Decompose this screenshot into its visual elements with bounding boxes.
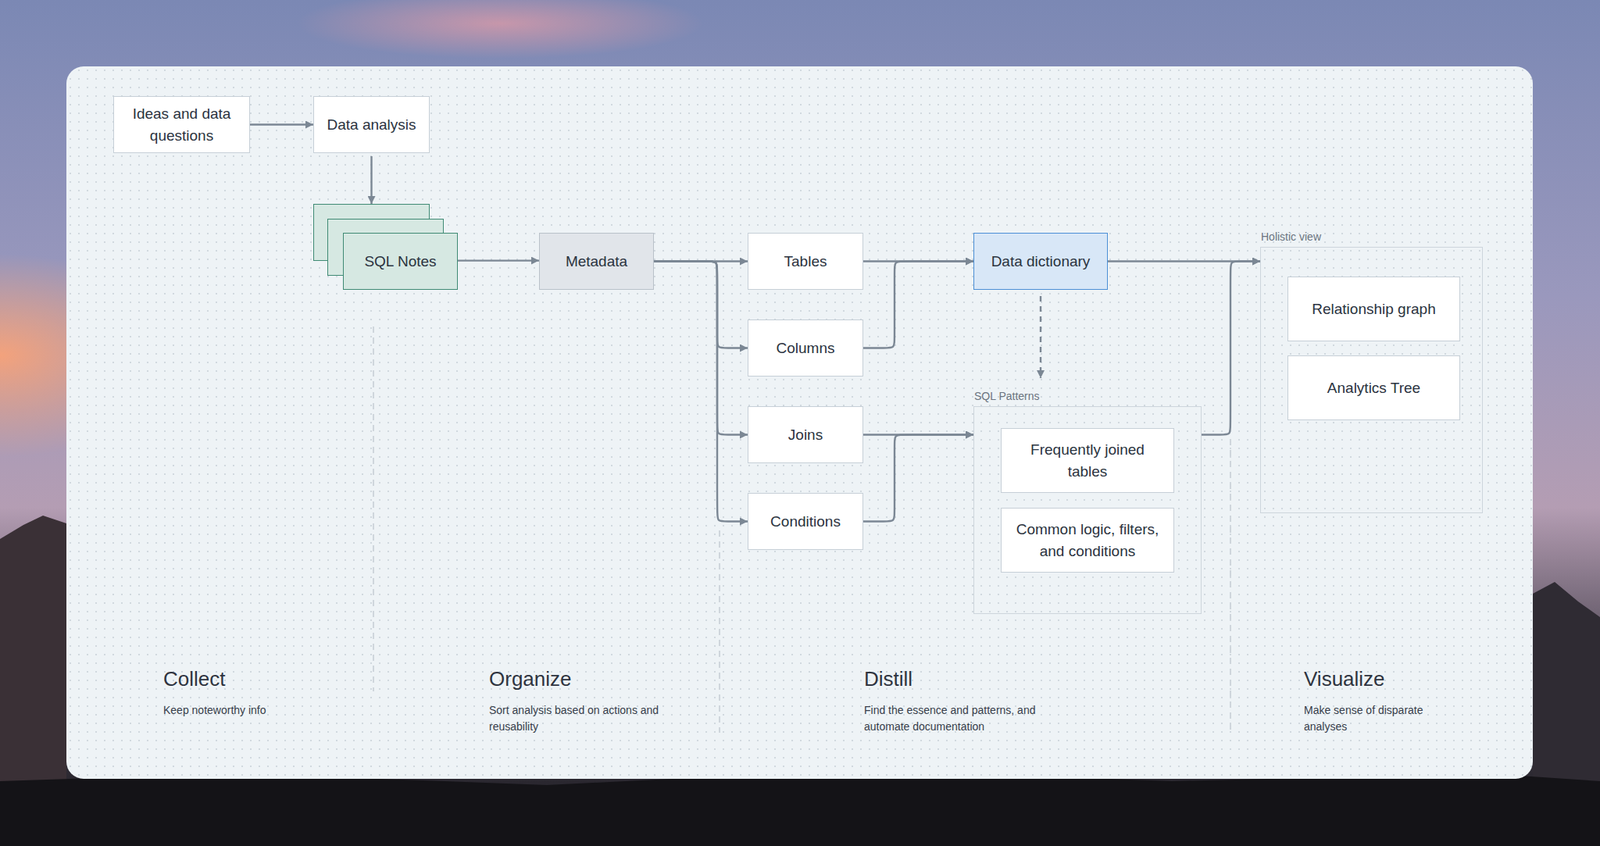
node-label: Conditions: [770, 510, 841, 533]
process-box: Joins: [747, 406, 864, 464]
metadata-box: Metadata: [539, 232, 654, 290]
process-box: Frequently joined tables: [1000, 428, 1175, 493]
group-label: SQL Patterns: [974, 388, 1040, 404]
group-box: Holistic viewRelationship graphAnalytics…: [1260, 246, 1483, 514]
process-box: Columns: [747, 319, 864, 377]
stage-description: Find the essence and patterns, and autom…: [864, 702, 1052, 736]
process-box: Ideas and data questions: [113, 96, 250, 154]
node-label: Common logic, filters, and conditions: [1007, 518, 1168, 562]
stage-title: Collect: [163, 667, 225, 692]
node-label: Frequently joined tables: [1021, 439, 1154, 483]
flow-arrow: [653, 261, 748, 436]
note-card: SQL Notes: [342, 232, 458, 290]
node-label: Tables: [784, 250, 828, 273]
flow-arrow: [653, 260, 748, 262]
flow-arrow: [863, 435, 974, 522]
process-box: Common logic, filters, and conditions: [1000, 507, 1175, 573]
group-label: Holistic view: [1260, 228, 1322, 245]
flow-arrow: [863, 260, 974, 262]
node-label: Ideas and data questions: [123, 103, 240, 147]
node-label: Data dictionary: [991, 250, 1091, 273]
flow-arrow: [863, 261, 974, 349]
stage-separator: [1229, 439, 1232, 735]
stage-title: Distill: [864, 667, 913, 692]
cloud: [296, 0, 704, 59]
process-box: Data analysis: [313, 96, 430, 154]
process-box: Relationship graph: [1287, 276, 1461, 342]
stage-description: Sort analysis based on actions and reusa…: [489, 702, 677, 736]
flow-arrow: [1201, 261, 1261, 436]
flow-arrow: [653, 261, 748, 349]
stacked-notes: SQL Notes: [313, 203, 458, 290]
flow-arrow: [863, 433, 974, 436]
process-box: Analytics Tree: [1287, 355, 1461, 421]
node-label: Metadata: [565, 250, 628, 273]
mountain-ridge: [0, 769, 1600, 846]
flow-arrow: [1107, 260, 1261, 262]
stage-separator: [718, 530, 721, 733]
flow-arrow: [653, 261, 748, 522]
node-label: Joins: [788, 424, 823, 447]
node-label: Analytics Tree: [1327, 377, 1421, 400]
process-box: Conditions: [747, 492, 864, 550]
node-label: Relationship graph: [1311, 298, 1436, 321]
group-box: SQL PatternsFrequently joined tablesComm…: [973, 406, 1202, 615]
process-box: Tables: [747, 232, 864, 290]
stage-title: Visualize: [1303, 667, 1386, 692]
highlight-box: Data dictionary: [973, 232, 1108, 290]
stage-description: Keep noteworthy info: [163, 702, 351, 719]
dot-grid: [66, 66, 1533, 779]
card: [66, 66, 1533, 779]
flow-arrow: [457, 259, 540, 261]
flow-arrow: [370, 156, 372, 204]
stage-separator: [372, 326, 375, 692]
flow-arrow: [250, 123, 314, 125]
node-label: SQL Notes: [364, 250, 436, 273]
dashed-connector: [1039, 296, 1042, 379]
node-label: Data analysis: [326, 114, 416, 136]
stage-description: Make sense of disparate analyses: [1303, 702, 1453, 736]
node-label: Columns: [776, 337, 836, 360]
stage-title: Organize: [489, 667, 572, 692]
